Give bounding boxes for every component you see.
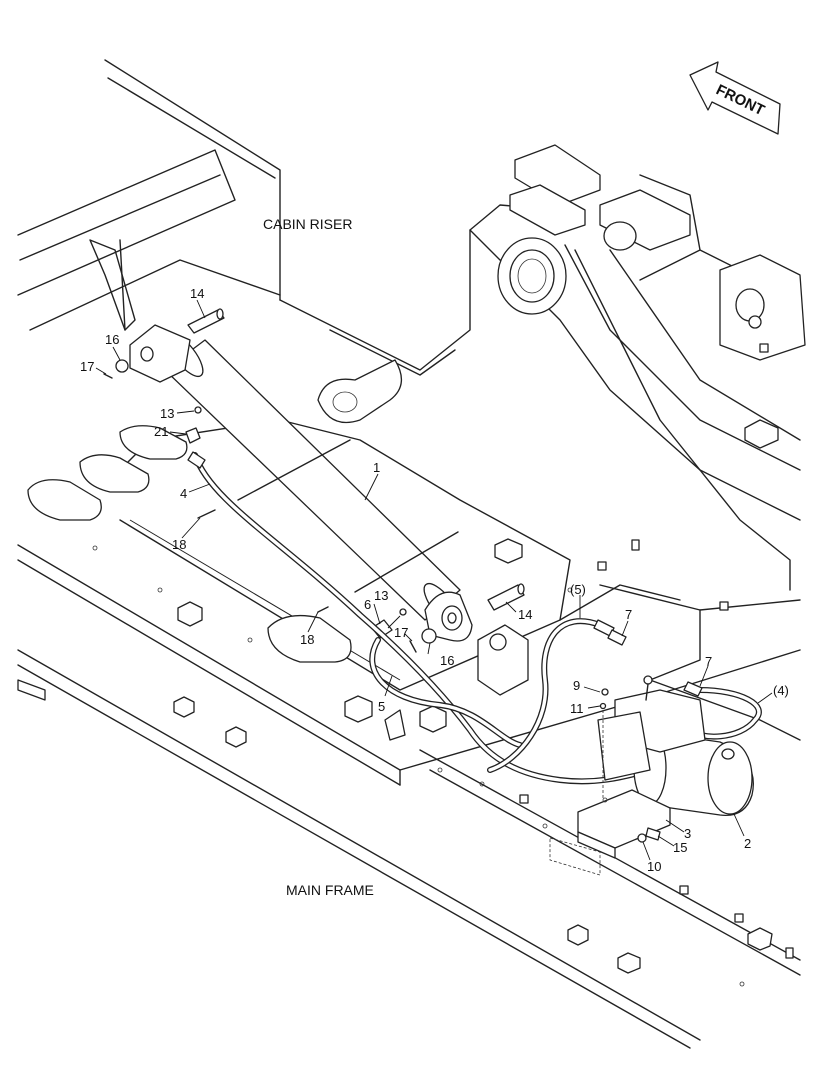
callout-16-top: 16 <box>105 332 119 347</box>
callout-labels: 14 16 17 13 21 4 18 1 (5) 7 14 6 13 17 1… <box>80 286 789 874</box>
callout-7-right: 7 <box>705 654 712 669</box>
pin-14-bottom <box>487 583 525 611</box>
fitting-13-bottom <box>399 608 407 616</box>
cylinder-mount-bracket <box>477 624 529 696</box>
callout-21: 21 <box>154 424 168 439</box>
cotter-pin-17-top <box>103 373 113 379</box>
hydraulic-cylinder <box>129 324 473 642</box>
callout-4: 4 <box>180 486 187 501</box>
main-frame-label: MAIN FRAME <box>286 882 374 898</box>
cotter-pin-17-bottom <box>409 640 417 653</box>
mounting-bracket-3 <box>577 789 671 859</box>
callout-15: 15 <box>673 840 687 855</box>
callout-9: 9 <box>573 678 580 693</box>
callout-18-left: 18 <box>172 537 186 552</box>
pin-14-top <box>187 308 225 334</box>
callout-5: 5 <box>378 699 385 714</box>
callout-14-bottom: 14 <box>518 607 532 622</box>
hydraulic-hoses <box>192 452 762 785</box>
rod-18-mid <box>317 606 329 613</box>
callout-13-top: 13 <box>160 406 174 421</box>
cabin-riser-label: CABIN RISER <box>263 216 352 232</box>
callout-10: 10 <box>647 859 661 874</box>
callout-2: 2 <box>744 836 751 851</box>
cabin-riser-structure <box>17 59 806 591</box>
washer-16-top <box>115 359 129 373</box>
hydraulic-power-unit <box>597 675 754 816</box>
callout-17-top: 17 <box>80 359 94 374</box>
front-direction-arrow: FRONT <box>689 61 781 135</box>
hose-end-fittings <box>187 451 703 697</box>
rod-18-left <box>197 509 216 519</box>
fitting-21 <box>185 427 201 444</box>
callout-18-mid: 18 <box>300 632 314 647</box>
frame-blocks <box>17 343 794 974</box>
washer-16-bottom <box>421 628 437 644</box>
callout-4-ref: (4) <box>773 683 789 698</box>
callout-1: 1 <box>373 460 380 475</box>
leader-lines <box>95 299 773 861</box>
fitting-13-top <box>194 406 202 414</box>
callout-16-bottom: 16 <box>440 653 454 668</box>
callout-7-top: 7 <box>625 607 632 622</box>
callout-13-bottom: 13 <box>374 588 388 603</box>
callout-11: 11 <box>570 701 584 716</box>
callout-3: 3 <box>684 826 691 841</box>
callout-5-ref: (5) <box>570 582 586 597</box>
callout-17-bottom: 17 <box>394 625 408 640</box>
callout-6: 6 <box>364 597 371 612</box>
callout-14-top: 14 <box>190 286 204 301</box>
